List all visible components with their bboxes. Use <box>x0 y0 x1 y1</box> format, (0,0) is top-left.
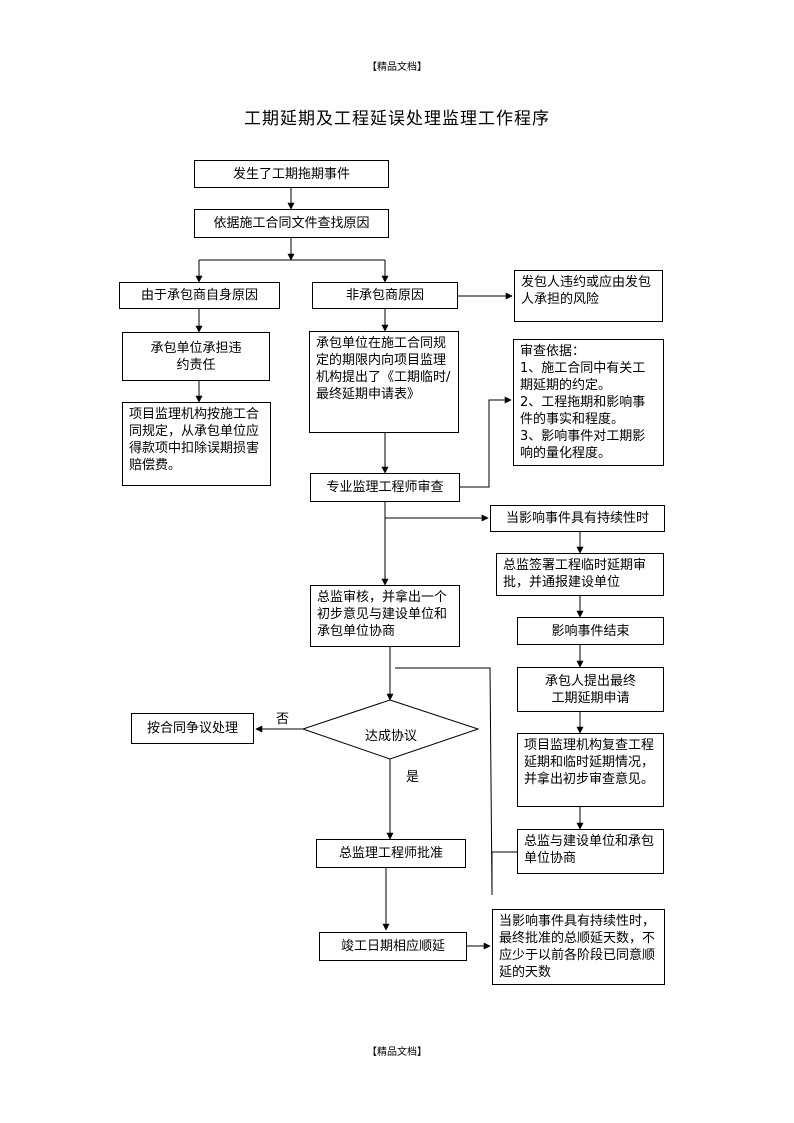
label-yes: 是 <box>406 770 420 785</box>
decision-agreement-text: 达成协议 <box>364 729 417 744</box>
node-review-basis: 审查依据： 1、施工合同中有关工期延期的约定。 2、工程拖期和影响事件的事实和程… <box>513 339 664 466</box>
node-chief-approve: 总监理工程师批准 <box>316 839 466 868</box>
node-extension-application: 承包单位在施工合同规定的期限内向项目监理机构提出了《工期临时/最终延期申请表》 <box>309 331 459 433</box>
node-final-extension-note: 当影响事件具有持续性时，最终批准的总顺延天数，不应少于以前各阶段已同意顺延的天数 <box>492 909 665 985</box>
node-recheck: 项目监理机构复查工程延期和临时延期情况，并拿出初步审查意见。 <box>517 733 664 807</box>
node-delay-event: 发生了工期拖期事件 <box>194 160 389 188</box>
node-chief-negotiate: 总监与建设单位和承包单位协商 <box>517 829 664 874</box>
node-contractor-cause: 由于承包商自身原因 <box>119 282 280 309</box>
node-continuous-effect: 当影响事件具有持续性时 <box>490 505 665 532</box>
label-no: 否 <box>276 712 290 727</box>
node-final-application: 承包人提出最终工期延期申请 <box>517 667 664 712</box>
page-title: 工期延期及工程延误处理监理工作程序 <box>244 109 550 129</box>
node-find-cause: 依据施工合同文件查找原因 <box>194 209 389 238</box>
node-dispute-handling: 按合同争议处理 <box>131 713 254 744</box>
node-event-ends: 影响事件结束 <box>517 617 664 645</box>
node-employer-risk: 发包人违约或应由发包人承担的风险 <box>514 270 663 322</box>
node-completion-extended: 竣工日期相应顺延 <box>319 932 467 961</box>
node-contractor-liability: 承包单位承担违约责任 <box>122 332 270 381</box>
node-interim-approval: 总监签署工程临时延期审批，并通报建设单位 <box>496 553 664 596</box>
node-deduct-damages: 项目监理机构按施工合同规定，从承包单位应得款项中扣除误期损害赔偿费。 <box>122 402 271 486</box>
node-non-contractor-cause: 非承包商原因 <box>312 282 458 309</box>
page-footer: 【精品文档】 <box>367 1047 427 1058</box>
node-chief-review: 总监审核，并拿出一个初步意见与建设单位和承包单位协商 <box>310 585 460 647</box>
node-engineer-review: 专业监理工程师审查 <box>310 473 460 502</box>
decision-diamond <box>301 699 480 760</box>
page-header: 【精品文档】 <box>367 62 427 73</box>
